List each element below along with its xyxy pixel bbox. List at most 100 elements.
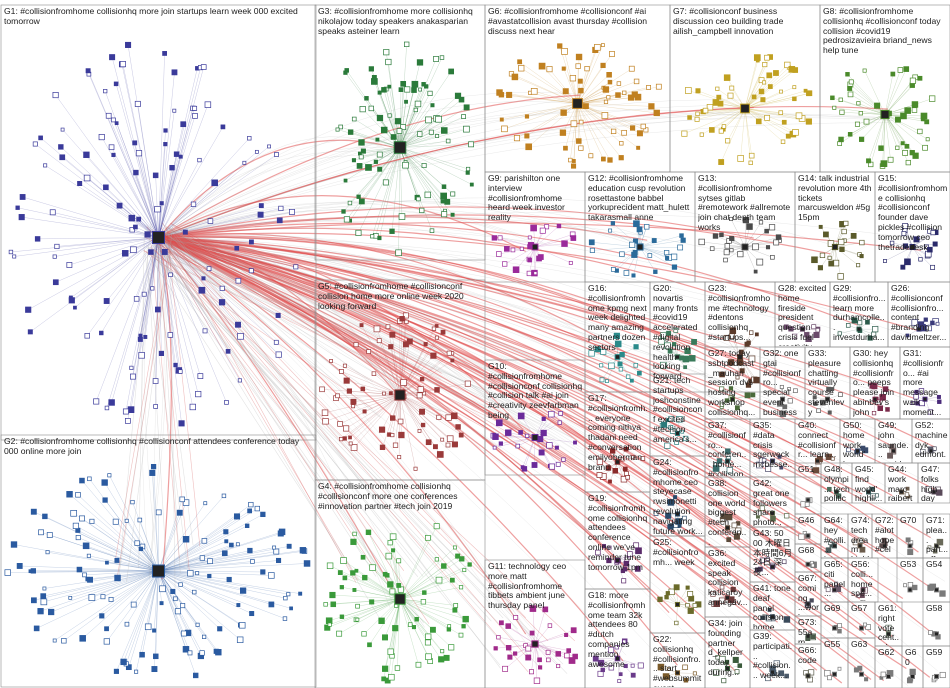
node (130, 247, 136, 253)
node (502, 126, 508, 132)
node (937, 490, 943, 496)
node (419, 409, 424, 414)
node (225, 400, 229, 404)
node (115, 575, 121, 581)
node (569, 261, 572, 264)
node (601, 668, 605, 672)
hub-node (910, 244, 915, 249)
node (328, 623, 331, 626)
node (344, 217, 349, 222)
node (41, 599, 47, 605)
node (181, 631, 186, 636)
node (622, 91, 626, 95)
node (736, 376, 739, 379)
node (403, 162, 409, 168)
hub-node (826, 397, 830, 401)
node (9, 250, 13, 254)
node (571, 628, 576, 633)
node (863, 69, 866, 72)
node (828, 541, 832, 545)
node (16, 206, 20, 210)
node (459, 633, 463, 637)
node (142, 292, 146, 296)
node (620, 352, 625, 357)
node (386, 59, 391, 64)
node (766, 246, 769, 249)
node (760, 506, 764, 510)
node (399, 432, 405, 438)
node (492, 236, 497, 241)
node (53, 280, 58, 285)
node (905, 493, 909, 497)
node (881, 161, 887, 167)
node (675, 441, 679, 445)
node (493, 446, 496, 449)
node (202, 277, 205, 280)
node (426, 117, 432, 123)
node (357, 163, 362, 168)
node (778, 455, 781, 458)
node (910, 669, 916, 675)
node (578, 88, 583, 93)
hub-node (873, 397, 877, 401)
node (514, 135, 519, 140)
node (525, 115, 528, 118)
node (631, 673, 635, 677)
node (395, 666, 400, 671)
node (663, 674, 669, 680)
node (749, 331, 753, 335)
node (635, 566, 640, 571)
node (136, 150, 141, 155)
node (895, 117, 900, 122)
node (369, 106, 374, 111)
node (151, 287, 154, 290)
node (499, 621, 503, 625)
node (145, 232, 151, 238)
node (649, 104, 655, 110)
node (631, 456, 634, 459)
node (415, 617, 419, 621)
node (607, 558, 612, 563)
node (890, 444, 895, 449)
node (200, 651, 205, 656)
node (528, 245, 532, 249)
node (115, 558, 119, 562)
node (367, 643, 371, 647)
node (624, 561, 629, 566)
hub-node (806, 534, 810, 538)
node (419, 88, 422, 91)
node (238, 333, 244, 339)
node (903, 150, 908, 155)
node (414, 467, 417, 470)
node (180, 497, 185, 502)
node (674, 329, 678, 333)
node (382, 666, 388, 672)
node (53, 255, 56, 258)
node (886, 625, 892, 631)
node (31, 569, 36, 574)
node (513, 267, 519, 273)
node (626, 375, 630, 379)
node (937, 395, 940, 398)
node (676, 519, 682, 525)
hub-node (935, 544, 939, 548)
node (844, 221, 848, 225)
hub-node (832, 244, 837, 249)
node (352, 159, 355, 162)
node (518, 65, 524, 71)
node (379, 618, 385, 624)
node (725, 449, 730, 454)
node (796, 113, 802, 119)
node (153, 173, 158, 178)
node (351, 571, 356, 576)
node (668, 524, 673, 529)
node (343, 364, 346, 367)
node (818, 266, 822, 270)
node (385, 573, 389, 577)
node (889, 454, 893, 458)
node (422, 163, 426, 167)
node (789, 66, 795, 72)
hub-node (153, 232, 165, 244)
node (597, 473, 602, 478)
